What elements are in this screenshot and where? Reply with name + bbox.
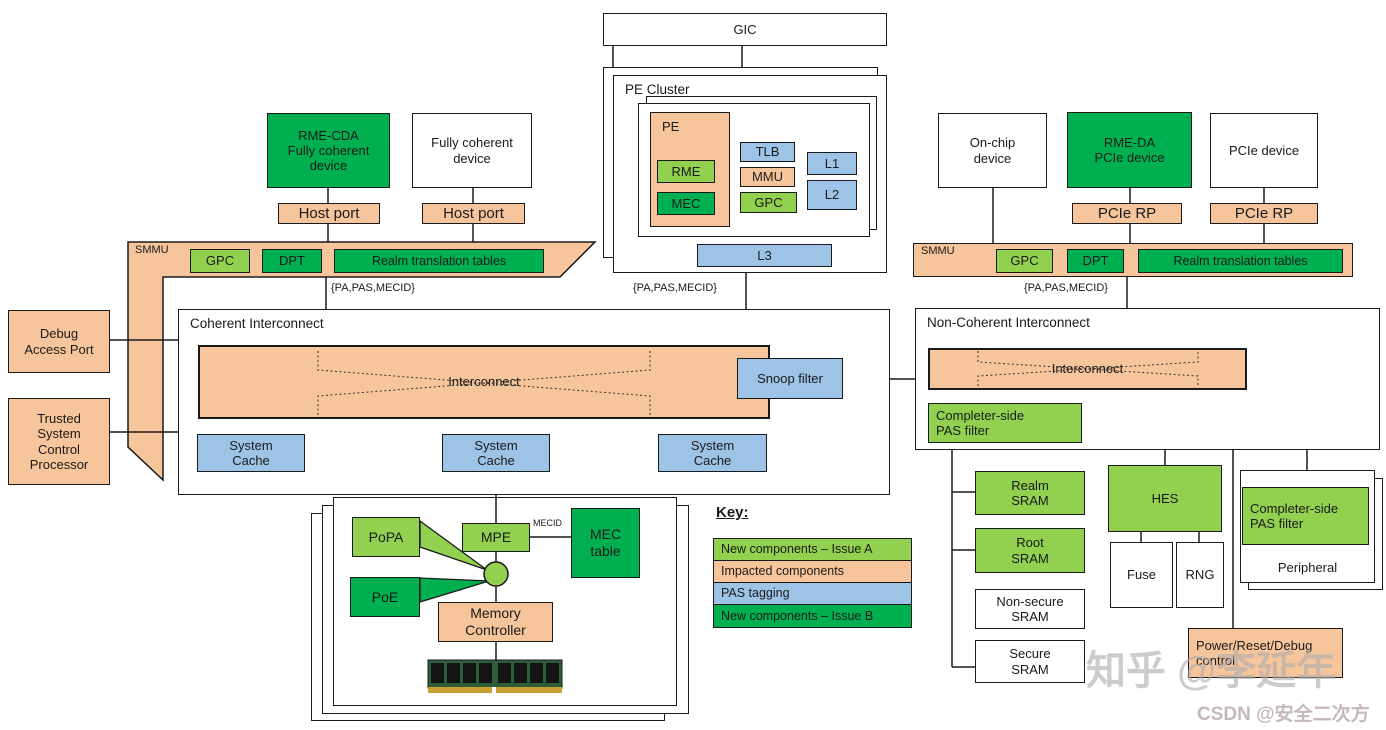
- completer-side-pas-filter-peripheral-box: Completer-side PAS filter: [1242, 487, 1369, 545]
- key-title: Key:: [716, 504, 749, 521]
- dpt-left-box: DPT: [262, 249, 322, 273]
- gpc-smmu-left-box: GPC: [190, 249, 250, 273]
- rng-box: RNG: [1176, 542, 1224, 608]
- on-chip-device-box: On-chip device: [938, 113, 1047, 188]
- system-cache-3-box: System Cache: [658, 434, 767, 472]
- tlb-box: TLB: [740, 142, 795, 162]
- pcie-device-box: PCIe device: [1210, 113, 1318, 188]
- rme-box: RME: [657, 160, 715, 183]
- realm-translation-tables-right-box: Realm translation tables: [1138, 249, 1343, 273]
- dpt-right-box: DPT: [1067, 249, 1124, 273]
- trusted-system-control-processor-box: Trusted System Control Processor: [8, 398, 110, 485]
- smmu-right-label: SMMU: [921, 245, 955, 257]
- legend-new-components-issue-a: New components – Issue A: [713, 538, 912, 561]
- hes-box: HES: [1108, 465, 1222, 532]
- snoop-filter-box: Snoop filter: [737, 358, 843, 399]
- legend-impacted-components: Impacted components: [713, 560, 912, 583]
- popa-box: PoPA: [352, 517, 420, 557]
- pa-pas-mecid-left-label: {PA,PAS,MECID}: [331, 282, 415, 294]
- pcie-rp-1-box: PCIe RP: [1072, 203, 1182, 224]
- legend-pas-tagging: PAS tagging: [713, 582, 912, 605]
- l3-cache-box: L3: [697, 244, 832, 267]
- mec-table-box: MEC table: [571, 508, 640, 578]
- watermark-csdn: CSDN @安全二次方: [1197, 704, 1370, 725]
- system-cache-2-box: System Cache: [442, 434, 550, 472]
- l1-cache-box: L1: [807, 152, 857, 175]
- pa-pas-mecid-right-label: {PA,PAS,MECID}: [1024, 282, 1108, 294]
- mecid-label: MECID: [533, 518, 562, 528]
- realm-sram-box: Realm SRAM: [975, 471, 1085, 515]
- host-port-1-box: Host port: [278, 203, 380, 224]
- non-secure-sram-box: Non-secure SRAM: [975, 589, 1085, 629]
- gpc-pe-box: GPC: [740, 192, 797, 213]
- mmu-box: MMU: [740, 167, 795, 187]
- system-cache-1-box: System Cache: [197, 434, 305, 472]
- watermark-zhihu: 知乎 @李延年: [1086, 649, 1337, 693]
- secure-sram-box: Secure SRAM: [975, 640, 1085, 683]
- nc-interconnect-bar: Interconnect: [928, 348, 1247, 390]
- pa-pas-mecid-center-label: {PA,PAS,MECID}: [633, 282, 717, 294]
- l2-cache-box: L2: [807, 180, 857, 210]
- root-sram-box: Root SRAM: [975, 528, 1085, 573]
- fully-coherent-device-box: Fully coherent device: [412, 113, 532, 188]
- smmu-left-label: SMMU: [135, 244, 169, 256]
- mec-box: MEC: [657, 192, 715, 215]
- power-reset-debug-control-box: Power/Reset/Debug control: [1188, 628, 1343, 678]
- fuse-box: Fuse: [1110, 542, 1173, 608]
- poe-box: PoE: [350, 577, 420, 617]
- host-port-2-box: Host port: [422, 203, 525, 224]
- memory-controller-box: Memory Controller: [438, 602, 553, 642]
- rme-cda-device-box: RME-CDA Fully coherent device: [267, 113, 390, 188]
- coherent-interconnect-bar: Interconnect: [198, 345, 770, 419]
- pcie-rp-2-box: PCIe RP: [1210, 203, 1318, 224]
- gic-box: GIC: [603, 13, 887, 46]
- mpe-box: MPE: [462, 523, 530, 552]
- gpc-smmu-right-box: GPC: [996, 249, 1053, 273]
- realm-translation-tables-left-box: Realm translation tables: [334, 249, 544, 273]
- debug-access-port-box: Debug Access Port: [8, 310, 110, 373]
- completer-side-pas-filter-nc-box: Completer-side PAS filter: [928, 403, 1082, 443]
- rme-da-device-box: RME-DA PCIe device: [1067, 112, 1192, 188]
- legend-new-components-issue-b: New components – Issue B: [713, 604, 912, 628]
